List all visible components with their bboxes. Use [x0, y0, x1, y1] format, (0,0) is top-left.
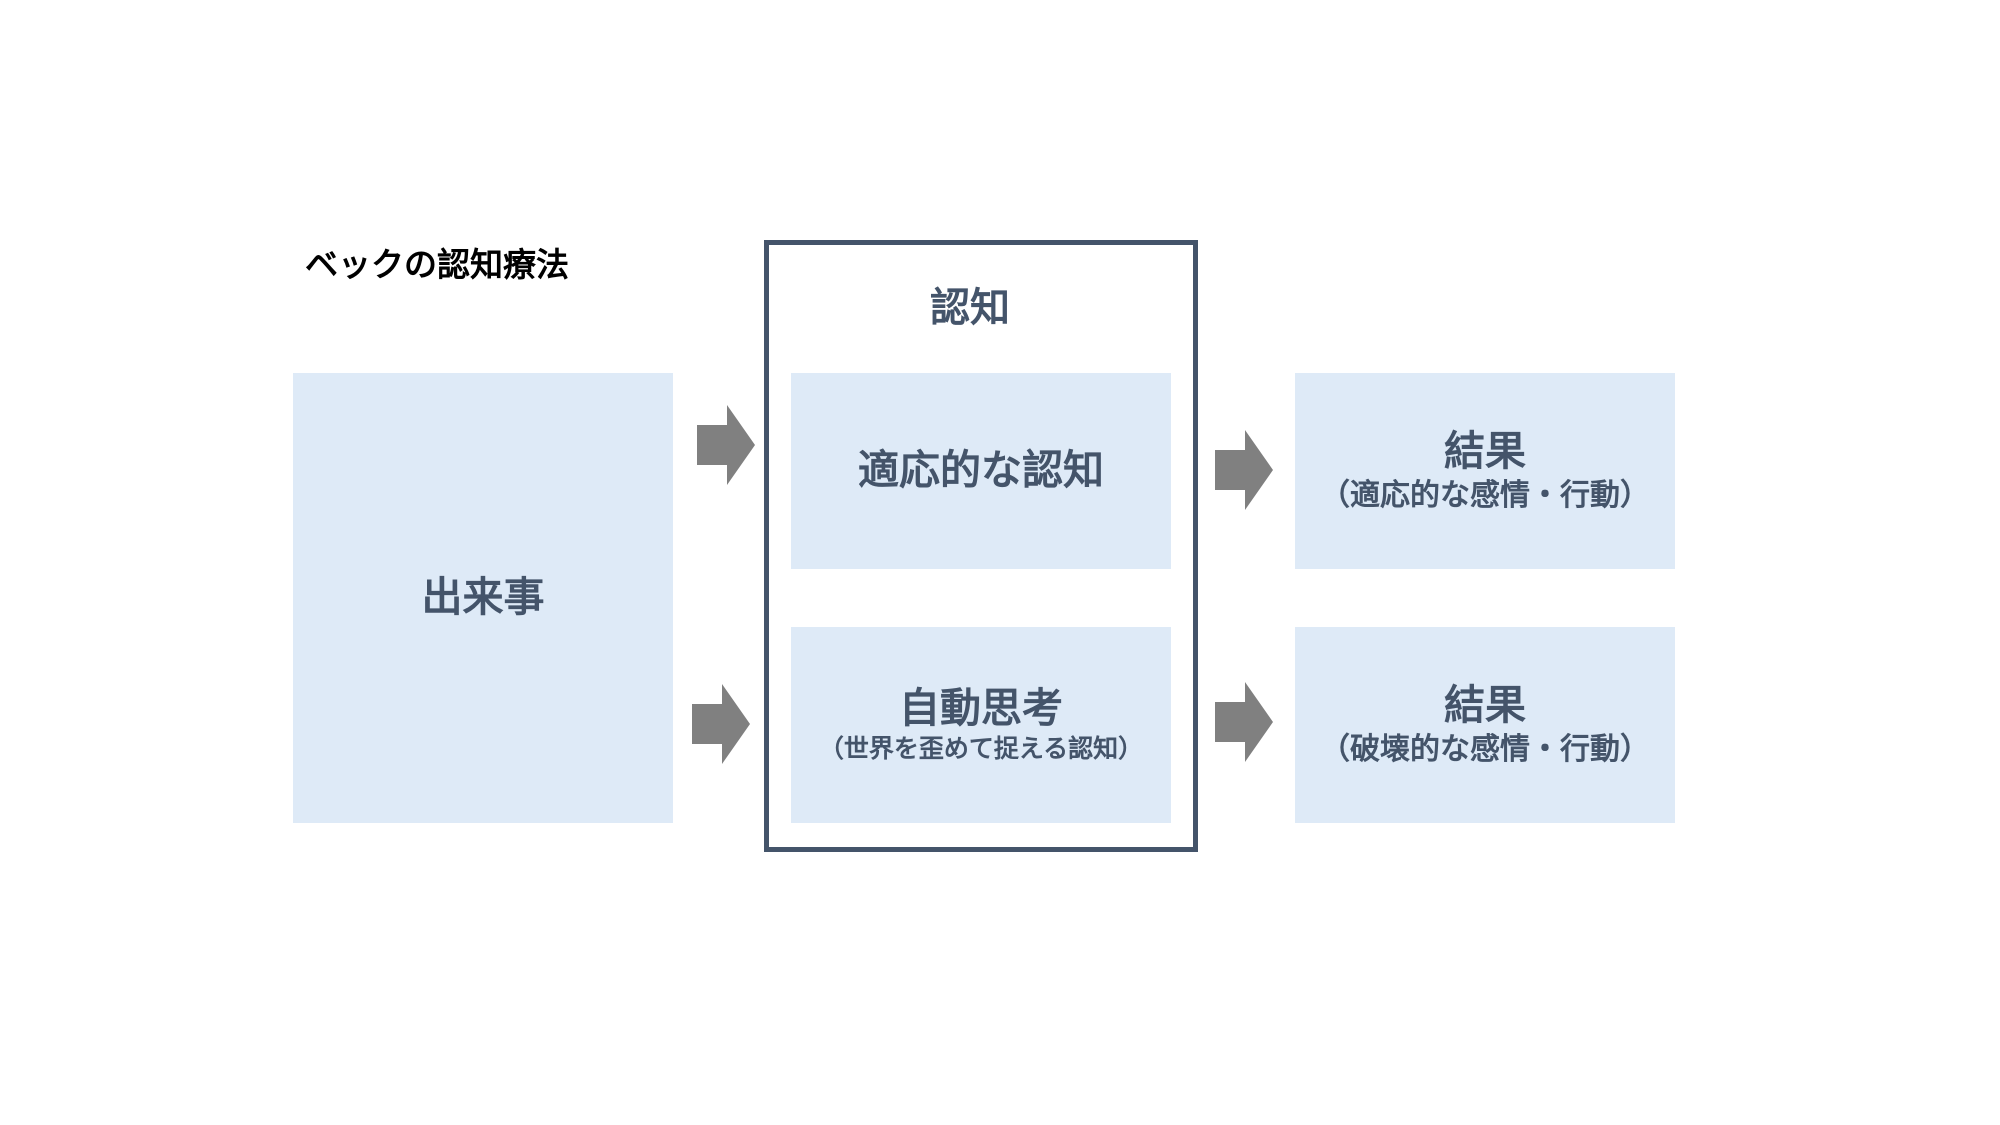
automatic-thought-sub: （世界を歪めて捉える認知） [818, 734, 1144, 764]
right-arrow-icon [1215, 430, 1273, 510]
adaptive-cognition-label: 適応的な認知 [858, 446, 1104, 495]
right-arrow-icon [692, 684, 750, 764]
event-label: 出来事 [421, 573, 545, 622]
destructive-result-box: 結果 （破壊的な感情・行動） [1295, 627, 1675, 823]
automatic-thought-label: 自動思考 [899, 684, 1063, 733]
adaptive-result-label: 結果 [1444, 426, 1526, 475]
automatic-thought-box: 自動思考 （世界を歪めて捉える認知） [791, 627, 1171, 823]
adaptive-result-sub: （適応的な感情・行動） [1320, 478, 1650, 514]
destructive-result-sub: （破壊的な感情・行動） [1320, 732, 1650, 768]
cognition-frame [764, 240, 1198, 852]
right-arrow-icon [697, 405, 755, 485]
adaptive-cognition-box: 適応的な認知 [791, 373, 1171, 569]
right-arrow-icon [1215, 682, 1273, 762]
adaptive-result-box: 結果 （適応的な感情・行動） [1295, 373, 1675, 569]
destructive-result-label: 結果 [1444, 680, 1526, 729]
event-box: 出来事 [293, 373, 673, 823]
diagram-title: ベックの認知療法 [305, 245, 569, 284]
cognition-label: 認知 [930, 285, 1010, 331]
